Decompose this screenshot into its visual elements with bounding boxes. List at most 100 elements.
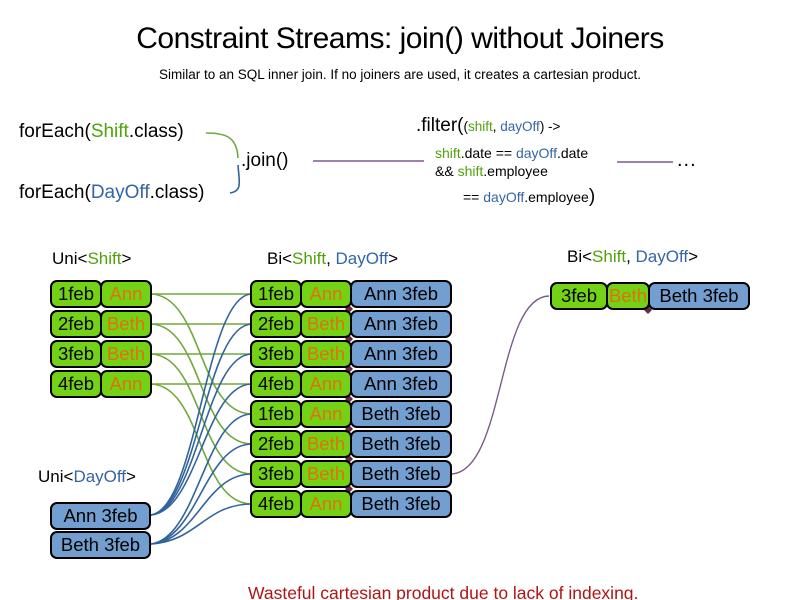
- code-text: .date: [556, 145, 589, 161]
- shift-employee-cell: Ann: [100, 370, 152, 398]
- label-uni-dayoff: Uni<DayOff>: [38, 467, 136, 487]
- filter-head: .filter(: [416, 115, 464, 136]
- dayoff-type-token: DayOff: [635, 247, 689, 266]
- ann-to-birow4-line: [150, 383, 253, 516]
- code-text: .class): [128, 121, 184, 142]
- shift-date-cell: 2feb: [50, 310, 102, 338]
- bi-dayoff-cell: Beth 3feb: [350, 460, 452, 488]
- label-text: >: [688, 247, 699, 266]
- label-text: Uni<: [38, 467, 74, 486]
- beth-to-birow7-line: [150, 473, 253, 545]
- dayoff-cell: Ann 3feb: [50, 502, 151, 530]
- code-text: forEach(: [19, 121, 91, 142]
- bi-shift-date-cell: 1feb: [250, 280, 302, 308]
- code-text: ==: [463, 189, 484, 205]
- bi-shift-employee-cell: Beth: [300, 310, 352, 338]
- bi-dayoff-cell: Ann 3feb: [350, 340, 452, 368]
- label-text: >: [121, 249, 132, 268]
- dayoff-card: Ann 3feb: [50, 502, 151, 530]
- bi-shift-date-cell: 4feb: [250, 490, 302, 518]
- code-text: &&: [435, 163, 458, 179]
- code-text: .employee: [483, 163, 548, 179]
- bi-dayoff-cell: Beth 3feb: [350, 400, 452, 428]
- bi-shift-employee-cell: Beth: [300, 340, 352, 368]
- dayoff-token: dayOff: [483, 189, 525, 205]
- shift-to-join-connector: [205, 132, 239, 159]
- code-text: .date ==: [460, 145, 516, 161]
- ann-to-birow2-line: [150, 323, 253, 516]
- warning-note: Wasteful cartesian product due to lack o…: [248, 528, 638, 600]
- shift-employee-cell: Beth: [100, 310, 152, 338]
- label-text: Bi<: [267, 249, 293, 268]
- bi-dayoff-cell: Beth 3feb: [350, 490, 452, 518]
- beth-to-birow5-line: [150, 413, 253, 545]
- shift-class-token: Shift: [90, 121, 129, 142]
- bi-shift-employee-cell: Ann: [300, 280, 352, 308]
- shift-token: shift: [435, 145, 461, 161]
- code-text: .employee: [524, 189, 589, 205]
- beth-to-birow8-line: [150, 503, 253, 545]
- bi-shift-date-cell: 2feb: [250, 310, 302, 338]
- code-foreach-dayoff: forEach(DayOff.class): [19, 182, 205, 204]
- bi-dayoff-cell: Ann 3feb: [350, 310, 452, 338]
- label-text: Uni<: [52, 249, 88, 268]
- ann-to-birow3-line: [150, 353, 253, 516]
- bi-shift-date-cell: 1feb: [250, 400, 302, 428]
- code-text: (: [463, 119, 469, 134]
- shift-date-cell: 3feb: [50, 340, 102, 368]
- shift-employee-cell: Beth: [100, 340, 152, 368]
- shift3-to-birow7-line: [150, 353, 253, 475]
- dayoff-card: Beth 3feb: [50, 531, 151, 559]
- dayoff-to-join-connector: [229, 164, 241, 194]
- shift-type-token: Shift: [87, 249, 122, 268]
- dayoff-class-token: DayOff: [90, 182, 150, 203]
- beth-to-birow6-line: [150, 443, 253, 545]
- shift-token: shift: [457, 163, 484, 179]
- code-text: ,: [492, 119, 501, 134]
- ann-to-birow1-line: [150, 293, 253, 516]
- label-bi-mid: Bi<Shift, DayOff>: [267, 249, 398, 269]
- label-text: ,: [626, 247, 636, 266]
- code-join: .join(): [241, 150, 289, 171]
- dayoff-token: dayOff: [515, 145, 557, 161]
- label-bi-right: Bi<Shift, DayOff>: [567, 247, 698, 267]
- label-text: ,: [326, 249, 336, 268]
- label-text: >: [126, 467, 136, 486]
- dayoff-cell: Beth 3feb: [50, 531, 151, 559]
- bi-shift-employee-cell: Beth: [300, 430, 352, 458]
- label-uni-shift: Uni<Shift>: [52, 249, 131, 269]
- page-subtitle: Similar to an SQL inner join. If no join…: [159, 67, 641, 82]
- bi-shift-employee-cell: Ann: [300, 490, 352, 518]
- shift1-to-birow5-line: [150, 293, 253, 415]
- code-text: ) ->: [539, 119, 561, 134]
- code-foreach-shift: forEach(Shift.class): [19, 121, 184, 143]
- bi-shift-date-cell: 4feb: [250, 370, 302, 398]
- shift2-to-birow6-line: [150, 323, 253, 445]
- closing-paren: ): [588, 186, 596, 207]
- shift-type-token: Shift: [592, 247, 627, 266]
- result-shift-date-cell: 3feb: [550, 282, 608, 310]
- code-ellipsis: ...: [677, 149, 697, 171]
- shift4-to-birow8-line: [150, 383, 253, 505]
- shift-employee-cell: Ann: [100, 280, 152, 308]
- dayoff-type-token: DayOff: [73, 467, 127, 486]
- result-dayoff-cell: Beth 3feb: [648, 282, 750, 310]
- result-shift-employee-cell: Beth: [606, 282, 650, 310]
- code-filter-line1: .filter((shift, dayOff) ->: [416, 115, 560, 137]
- bi-shift-date-cell: 3feb: [250, 460, 302, 488]
- shift-date-cell: 1feb: [50, 280, 102, 308]
- dayoff-arg-token: dayOff: [500, 119, 540, 134]
- label-text: >: [388, 249, 399, 268]
